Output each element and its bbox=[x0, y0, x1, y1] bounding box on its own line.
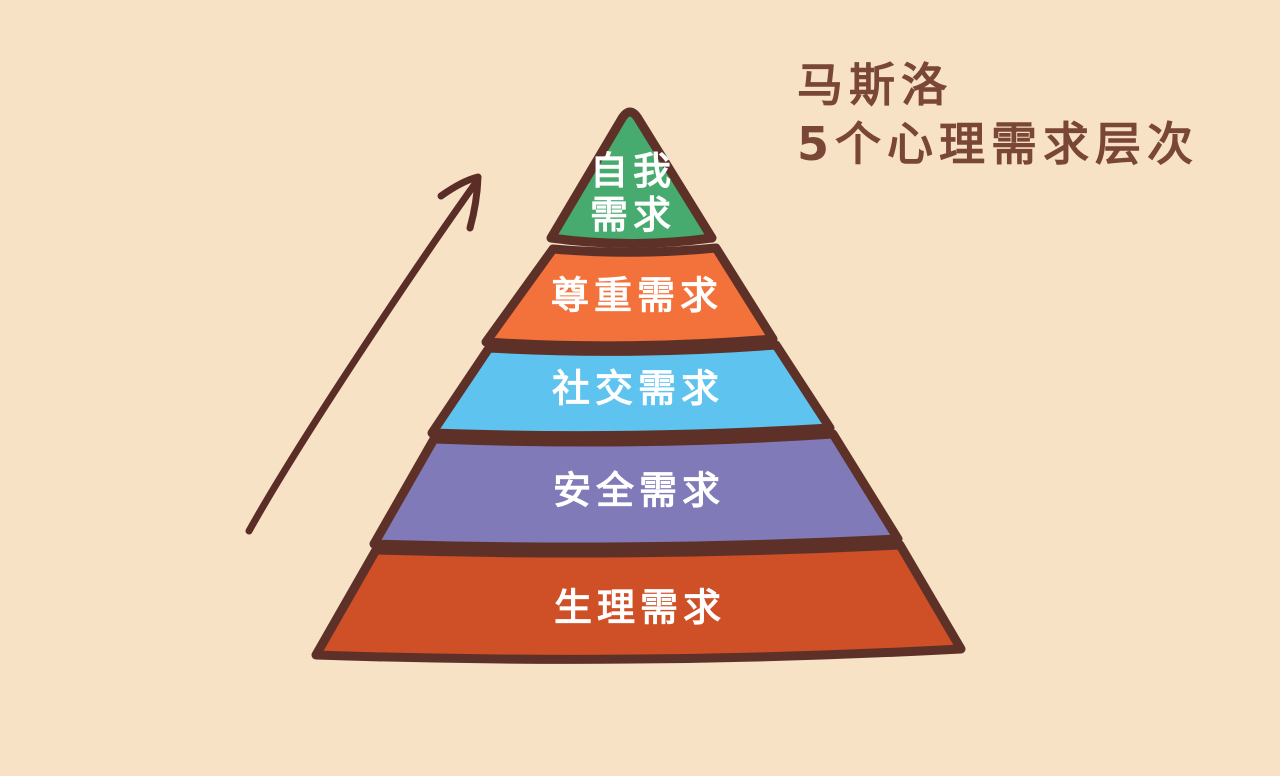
title-line-2: 5个心理需求层次 bbox=[797, 116, 1200, 171]
pyramid-level-esteem bbox=[481, 243, 778, 351]
pyramid-level-safety bbox=[369, 429, 903, 552]
pyramid-level-self-actualization bbox=[546, 107, 717, 248]
pyramid-level-social bbox=[427, 340, 835, 441]
level-label-line: 自我 bbox=[589, 148, 677, 193]
level-label-self-actualization: 自我 需求 bbox=[590, 149, 676, 237]
arrow-head bbox=[437, 173, 482, 232]
level-label-safety: 安全需求 bbox=[552, 468, 726, 513]
level-label-line: 需求 bbox=[589, 193, 677, 237]
level-label-physiological: 生理需求 bbox=[553, 585, 727, 630]
arrow-shaft bbox=[245, 177, 481, 535]
ascending-arrow-icon bbox=[245, 173, 482, 535]
poster-title: 马斯洛 5个心理需求层次 bbox=[797, 56, 1199, 174]
level-label-esteem: 尊重需求 bbox=[550, 273, 724, 318]
pyramid-level-physiological bbox=[311, 540, 966, 664]
level-label-social: 社交需求 bbox=[551, 366, 725, 411]
title-line-1: 马斯洛 bbox=[797, 58, 953, 112]
